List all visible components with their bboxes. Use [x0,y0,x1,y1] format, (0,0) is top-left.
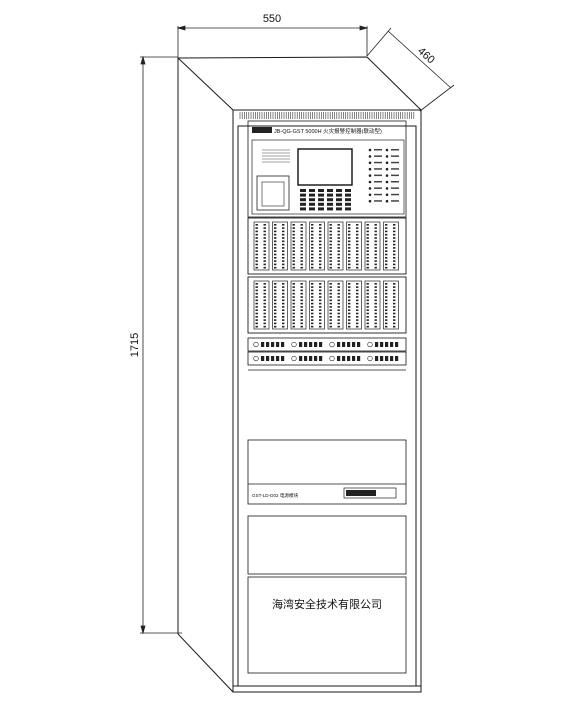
printer-slot [256,175,290,211]
module-rack-1 [247,217,407,275]
height-label: 1715 [129,333,141,357]
indicator-leds [368,148,399,203]
control-strips [247,337,407,366]
cabinet-outline [177,56,423,693]
width-label: 550 [263,13,281,25]
module-rack-2 [247,276,407,334]
lcd-screen [297,148,353,186]
depth-label: 460 [415,45,437,66]
power-display [343,487,397,499]
company-name: 海湾安全技术有限公司 [272,597,382,611]
brand-logo [252,127,272,133]
power-panel: GST-LD-D02 电源模块 [252,487,397,499]
top-vent [239,112,415,119]
speaker-grille [262,149,290,163]
depth-dimension [366,27,455,112]
keypad [300,189,351,211]
controller-panel: JB-QG-GST 5000H 火灾报警控制器(联动型) [247,120,407,218]
width-dimension [176,25,369,58]
lower-panels [247,369,407,674]
power-panel-label: GST-LD-D02 电源模块 [252,492,299,499]
controller-model-text: JB-QG-GST 5000H 火灾报警控制器(联动型) [274,127,382,135]
height-dimension [140,55,182,635]
